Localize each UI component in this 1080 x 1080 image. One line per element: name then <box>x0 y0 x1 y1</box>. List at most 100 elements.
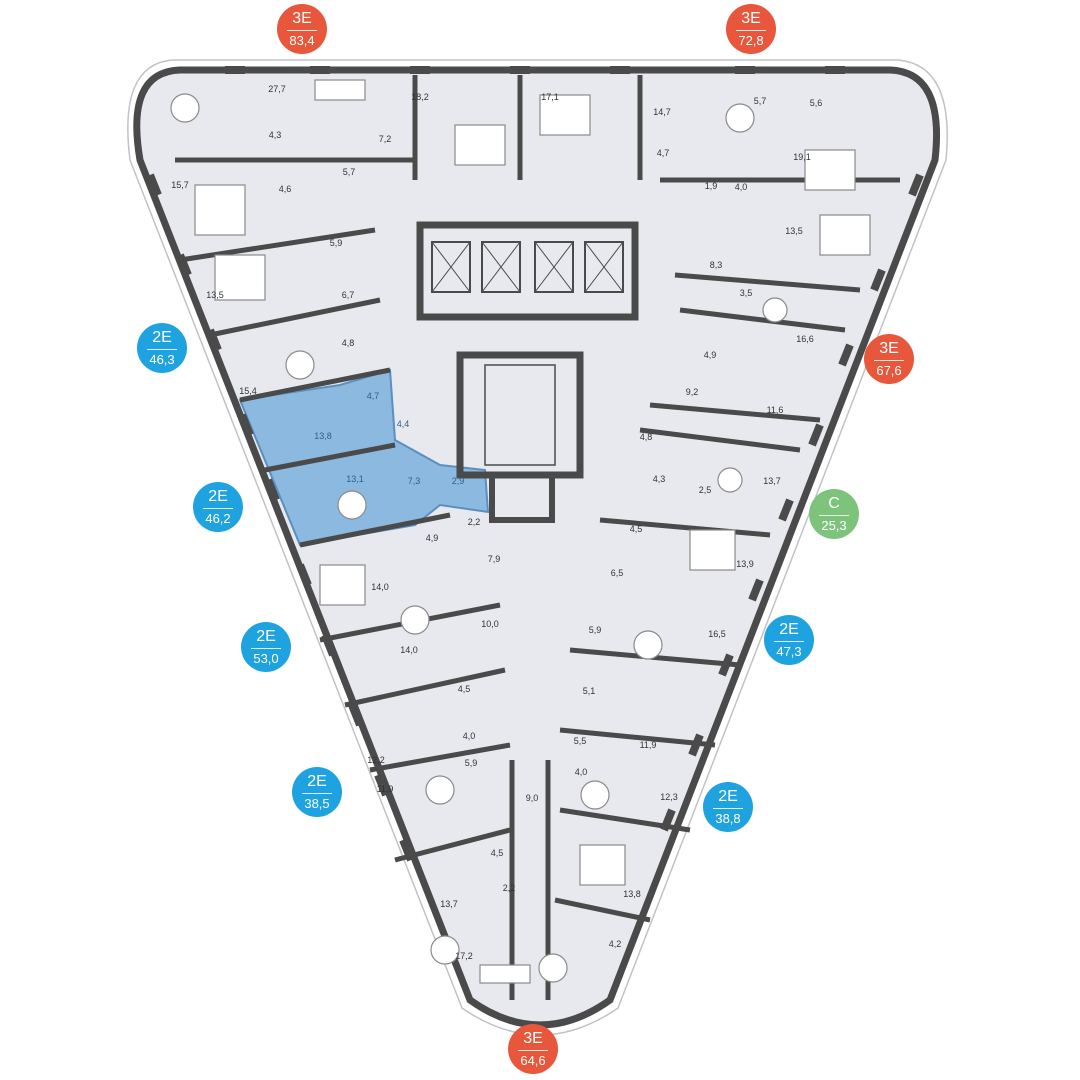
room-area: 5,6 <box>810 98 823 108</box>
room-area: 2,2 <box>468 517 481 527</box>
room-area: 7,9 <box>488 554 501 564</box>
apartment-type: 2E <box>307 772 327 790</box>
room-area: 2,2 <box>503 883 516 893</box>
room-area: 4,9 <box>426 533 439 543</box>
room-area: 12,2 <box>367 755 385 765</box>
room-area: 4,2 <box>609 939 622 949</box>
room-area: 5,7 <box>343 167 356 177</box>
apartment-area: 72,8 <box>738 33 764 49</box>
badge-divider <box>251 647 281 650</box>
room-area: 3,5 <box>740 288 753 298</box>
room-area: 4,0 <box>735 182 748 192</box>
room-area: 13,8 <box>623 889 641 899</box>
badge-divider <box>874 359 904 362</box>
room-area: 4,5 <box>458 684 471 694</box>
room-area: 4,0 <box>463 731 476 741</box>
apartment-type: 2E <box>256 627 276 645</box>
building-outline <box>133 66 941 1029</box>
apartment-area: 53,0 <box>253 651 279 667</box>
room-area: 2,5 <box>699 485 712 495</box>
apartment-type: 2E <box>718 787 738 805</box>
apartment-type: 3E <box>741 9 761 27</box>
apartment-type: 2E <box>208 487 228 505</box>
room-area: 18,2 <box>411 92 429 102</box>
room-area: 14,7 <box>653 107 671 117</box>
room-area: 5,9 <box>589 625 602 635</box>
room-area: 7,2 <box>379 134 392 144</box>
apartment-type: 3E <box>523 1029 543 1047</box>
room-area: 4,8 <box>342 338 355 348</box>
room-area: 13,1 <box>346 474 364 484</box>
apartment-type: 2E <box>152 328 172 346</box>
room-area: 13,7 <box>440 899 458 909</box>
room-area: 17,1 <box>541 92 559 102</box>
room-area: 5,9 <box>465 758 478 768</box>
room-area: 4,9 <box>704 350 717 360</box>
room-labels: 27,7 4,3 7,2 18,2 17,1 14,7 5,7 5,6 19,1… <box>171 84 822 961</box>
badge-divider <box>302 792 332 795</box>
badge-divider <box>736 29 766 32</box>
badge-divider <box>287 29 317 32</box>
apartment-badge[interactable]: 3E 72,8 <box>726 4 776 54</box>
room-area: 8,3 <box>710 260 723 270</box>
apartment-badge[interactable]: 2E 46,3 <box>137 323 187 373</box>
room-area: 15,4 <box>239 386 257 396</box>
room-area: 11,6 <box>767 405 784 415</box>
apartment-area: 47,3 <box>776 644 802 660</box>
apartment-badge[interactable]: 2E 53,0 <box>241 622 291 672</box>
room-area: 27,7 <box>268 84 286 94</box>
room-area: 12,3 <box>660 792 678 802</box>
room-area: 4,4 <box>397 419 410 429</box>
room-area: 5,1 <box>583 686 596 696</box>
elevator-core <box>416 221 639 523</box>
badge-divider <box>147 348 177 351</box>
room-area: 4,8 <box>640 432 653 442</box>
apartment-type: 3E <box>292 9 312 27</box>
room-area: 4,3 <box>653 474 666 484</box>
room-area: 16,6 <box>796 334 814 344</box>
room-area: 9,2 <box>686 387 699 397</box>
room-area: 4,7 <box>367 391 380 401</box>
room-area: 13,9 <box>736 559 754 569</box>
badge-divider <box>713 807 743 810</box>
windows <box>146 66 924 862</box>
room-area: 11,9 <box>640 740 657 750</box>
room-area: 4,0 <box>575 767 588 777</box>
room-area: 9,0 <box>526 793 539 803</box>
room-area: 4,6 <box>279 184 292 194</box>
badge-divider <box>203 507 233 510</box>
badge-divider <box>819 514 849 517</box>
room-area: 13,8 <box>314 431 332 441</box>
room-area: 15,7 <box>171 180 189 190</box>
room-area: 16,5 <box>708 629 726 639</box>
apartment-type: 3E <box>879 339 899 357</box>
room-area: 5,9 <box>330 238 343 248</box>
room-area: 6,7 <box>342 290 355 300</box>
room-area: 5,5 <box>574 736 587 746</box>
room-area: 13,7 <box>763 476 781 486</box>
room-area: 13,5 <box>206 290 224 300</box>
room-area: 4,7 <box>657 148 670 158</box>
room-area: 6,5 <box>611 568 624 578</box>
room-area: 13,5 <box>785 226 803 236</box>
room-area: 4,5 <box>630 524 643 534</box>
apartment-area: 25,3 <box>821 518 847 534</box>
room-area: 7,3 <box>408 476 421 486</box>
room-area: 19,1 <box>793 152 811 162</box>
apartment-badge[interactable]: 2E 47,3 <box>764 615 814 665</box>
apartment-area: 46,3 <box>149 352 175 368</box>
apartment-type: 2E <box>779 620 799 638</box>
room-area: 14,0 <box>400 645 418 655</box>
room-area: 5,7 <box>754 96 767 106</box>
room-area: 2,9 <box>452 476 465 486</box>
room-area: 4,5 <box>491 848 504 858</box>
room-area: 17,2 <box>455 951 473 961</box>
